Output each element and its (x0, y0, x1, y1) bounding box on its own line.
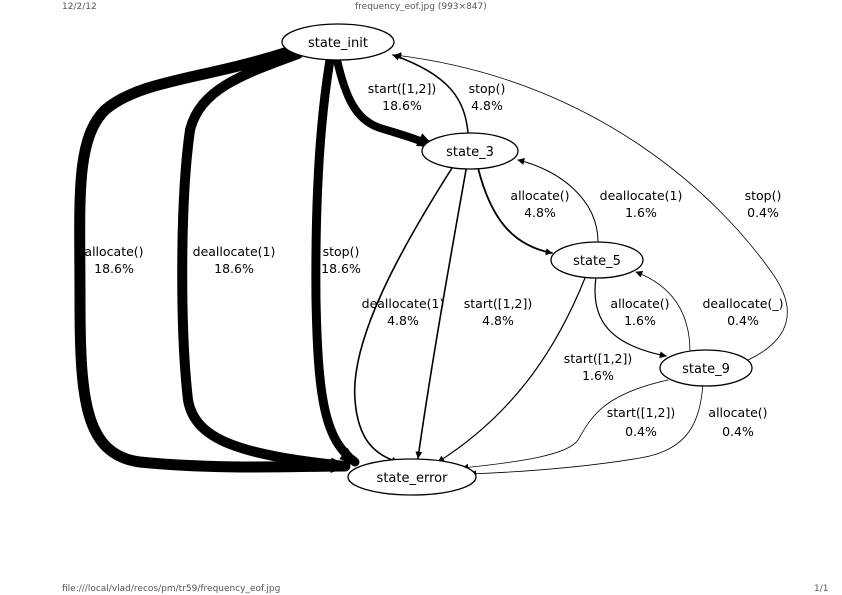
svg-text:state_3: state_3 (446, 145, 494, 160)
label-init-error-allocate: allocate() (84, 244, 143, 259)
pct-init-error-stop: 18.6% (321, 261, 361, 276)
label-3-5-allocate: allocate() (510, 188, 569, 203)
label-9-error-start: start([1,2]) (607, 405, 676, 420)
pct-9-5-deallocate: 0.4% (727, 313, 759, 328)
edge-5-3-deallocate (517, 158, 599, 243)
pct-3-error-deallocate: 4.8% (387, 313, 419, 328)
pct-5-9-allocate: 1.6% (624, 313, 656, 328)
svg-text:state_error: state_error (377, 471, 449, 486)
label-5-9-allocate: allocate() (610, 296, 669, 311)
label-9-init-stop: stop() (745, 188, 782, 203)
pct-5-3-deallocate: 1.6% (625, 205, 657, 220)
label-3-error-deallocate: deallocate(1) (362, 296, 445, 311)
edge-5-error-start (437, 277, 586, 463)
node-state-error[interactable]: state_error (347, 458, 477, 496)
edge-3-error-deallocate (353, 167, 453, 464)
edge-5-9-allocate (594, 276, 667, 359)
footer-page-number: 1/1 (814, 584, 829, 594)
edge-3-init-stop (392, 53, 469, 134)
header-date: 12/2/12 (62, 2, 97, 12)
pct-9-error-start: 0.4% (625, 424, 657, 439)
label-5-3-deallocate: deallocate(1) (600, 188, 683, 203)
pct-9-init-stop: 0.4% (747, 205, 779, 220)
footer-path: file:///local/vlad/recos/pm/tr59/frequen… (62, 584, 281, 594)
node-state-init[interactable]: state_init (281, 23, 395, 61)
pct-3-init-stop: 4.8% (471, 98, 503, 113)
pct-3-error-start: 4.8% (482, 313, 514, 328)
edge-init-error-stop (311, 55, 360, 467)
edge-3-5-allocate (477, 167, 553, 256)
label-init-error-deallocate: deallocate(1) (193, 244, 276, 259)
edge-9-error-allocate (469, 383, 704, 478)
svg-text:state_5: state_5 (573, 254, 621, 269)
edge-init-error-deallocate (177, 49, 350, 472)
edge-init-error-allocate (74, 46, 351, 474)
label-init-error-stop: stop() (323, 244, 360, 259)
node-state-9[interactable]: state_9 (659, 349, 753, 387)
node-state-5[interactable]: state_5 (550, 241, 644, 279)
pct-init-error-allocate: 18.6% (94, 261, 134, 276)
svg-text:state_9: state_9 (682, 362, 730, 377)
label-5-error-start: start([1,2]) (564, 351, 633, 366)
label-3-init-stop: stop() (469, 81, 506, 96)
pct-init-error-deallocate: 18.6% (214, 261, 254, 276)
pct-3-5-allocate: 4.8% (524, 205, 556, 220)
header-title: frequency_eof.jpg (993×847) (355, 2, 487, 12)
label-9-error-allocate: allocate() (708, 405, 767, 420)
edge-9-init-stop (394, 52, 788, 361)
edge-init-3-start (333, 56, 436, 150)
label-init-3-start: start([1,2]) (368, 81, 437, 96)
pct-init-3-start: 18.6% (382, 98, 422, 113)
edge-3-error-start (415, 169, 467, 459)
node-state-3[interactable]: state_3 (421, 132, 519, 170)
label-3-error-start: start([1,2]) (464, 296, 533, 311)
pct-5-error-start: 1.6% (582, 368, 614, 383)
label-9-5-deallocate: deallocate(_) (702, 296, 783, 311)
svg-text:state_init: state_init (308, 36, 368, 51)
pct-9-error-allocate: 0.4% (722, 424, 754, 439)
edge-9-error-start (461, 379, 669, 471)
edge-9-5-deallocate (635, 270, 691, 353)
